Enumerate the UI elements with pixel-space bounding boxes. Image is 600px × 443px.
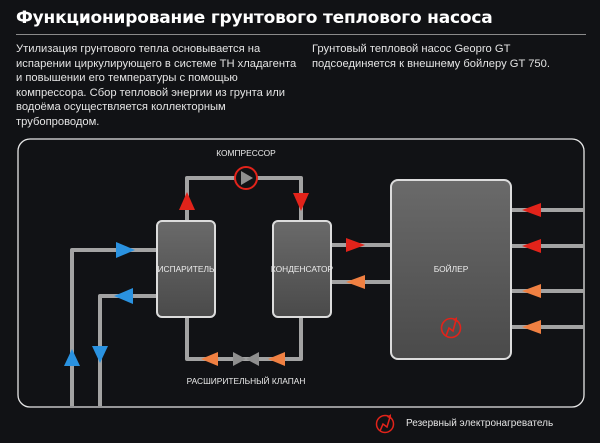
boiler-external-pipes [511, 208, 584, 329]
arrow-orange-to-condenser [346, 275, 365, 289]
ground-collector-pipes [70, 248, 157, 406]
expansion-valve-icon [233, 352, 259, 366]
arrow-orange-left-2 [201, 352, 218, 366]
expansion-valve-label: РАСШИРИТЕЛЬНЫЙ КЛАПАН [187, 375, 306, 386]
condenser-label: КОНДЕНСАТОР [271, 264, 334, 274]
arrow-red-down [293, 193, 309, 211]
arrow-blue-down [92, 346, 108, 363]
compressor-icon [234, 166, 258, 190]
arrow-blue-right [116, 242, 135, 258]
arrow-red-out-2 [522, 239, 541, 253]
evaporator-unit [156, 220, 216, 318]
arrow-red-to-boiler [346, 238, 365, 252]
evaporator-label: ИСПАРИТЕЛЬ [158, 264, 215, 274]
arrow-red-out-1 [522, 203, 541, 217]
diagram-frame [17, 138, 585, 408]
compressor-label: КОМПРЕССОР [216, 148, 276, 158]
legend-heater-label: Резервный электронагреватель [406, 418, 554, 429]
legend-heater-icon [375, 414, 395, 434]
arrow-orange-in-1 [522, 284, 541, 298]
title-divider [16, 34, 586, 35]
boiler-label: БОЙЛЕР [434, 263, 469, 274]
arrow-orange-in-2 [522, 320, 541, 334]
arrow-blue-up [64, 349, 80, 366]
heater-icon [440, 317, 462, 339]
condenser-unit [272, 220, 332, 318]
arrow-red-up [179, 192, 195, 210]
arrow-orange-left-1 [268, 352, 285, 366]
condenser-boiler-pipes [331, 243, 391, 284]
page-title: Функционирование грунтового теплового на… [16, 8, 493, 28]
boiler-unit [390, 179, 512, 360]
arrow-blue-left [114, 288, 133, 304]
description-left: Утилизация грунтового тепла основывается… [16, 43, 297, 128]
description-right: Грунтовый тепловой насос Geopro GT подсо… [312, 43, 550, 70]
